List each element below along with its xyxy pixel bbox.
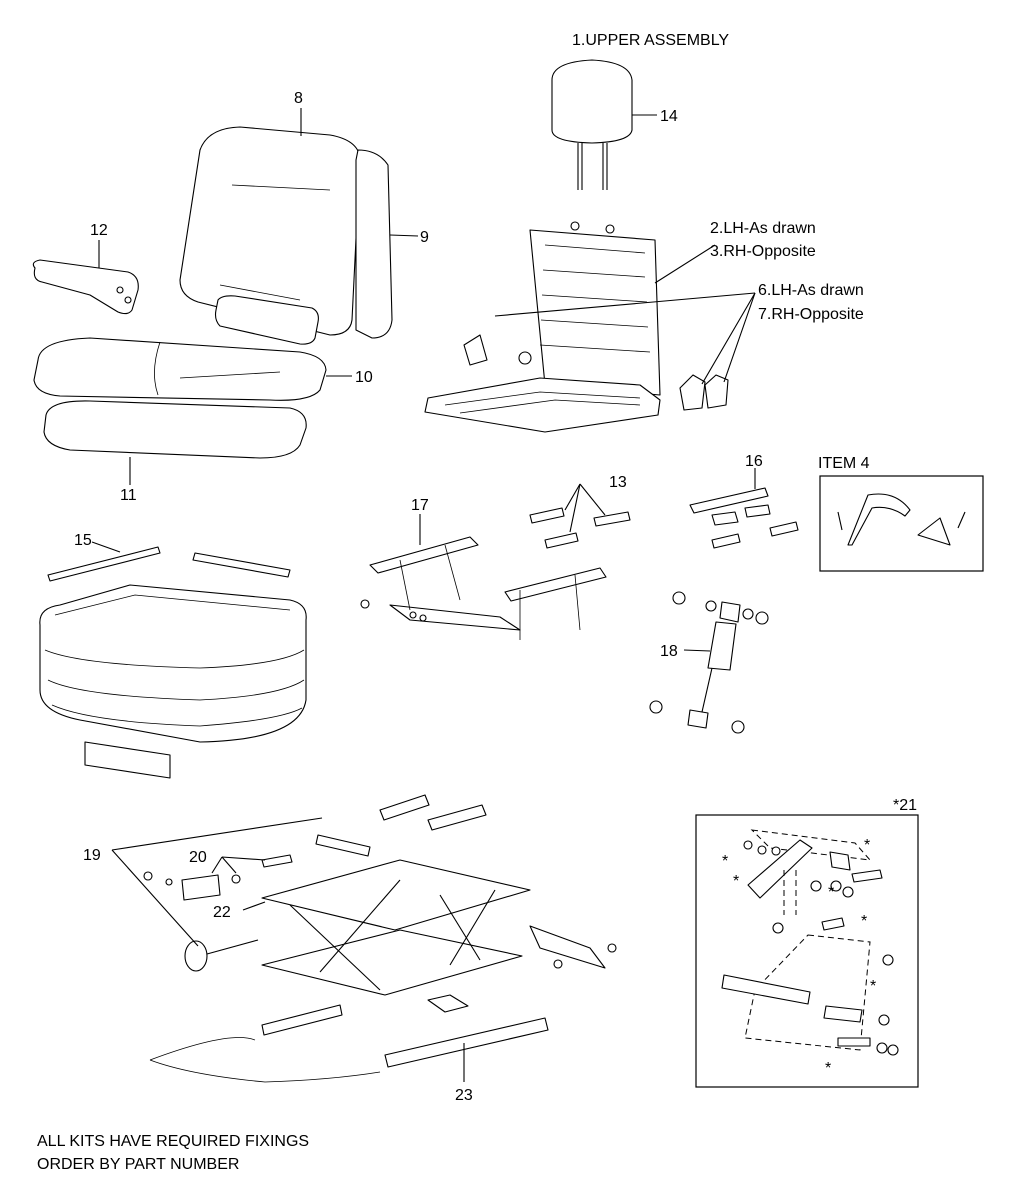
callout-21: *21 — [893, 797, 917, 814]
callout-19: 19 — [83, 847, 101, 864]
slide-rails-part-16 — [689, 468, 799, 549]
kit-21-box — [695, 814, 919, 1088]
callout-11: 11 — [120, 487, 137, 504]
fixing-bolt — [553, 959, 563, 969]
callout-23: 23 — [455, 1087, 473, 1104]
backrest-cushion-part-8 — [179, 108, 361, 336]
callout-10: 10 — [355, 369, 373, 386]
callout-13: 13 — [609, 474, 627, 491]
back-frame-part-2-3 — [424, 221, 716, 433]
callout-8: 8 — [294, 90, 303, 107]
main-springs — [315, 794, 487, 857]
callout-22: 22 — [213, 904, 231, 921]
callout-rh-cover: 7.RH-Opposite — [758, 306, 864, 323]
note-order: ORDER BY PART NUMBER — [37, 1156, 239, 1173]
brackets-part-20 — [143, 854, 293, 901]
seat-cushion-part-10 — [33, 337, 352, 401]
shock-absorber-part-18 — [649, 591, 769, 734]
item-4-box — [819, 475, 984, 572]
callout-16: 16 — [745, 453, 763, 470]
callout-lh-frame: 2.LH-As drawn — [710, 220, 816, 237]
item-4-strap-kit — [837, 493, 966, 546]
kit-21-star-2: * — [733, 873, 739, 890]
base-rails-part-23 — [149, 1004, 549, 1083]
kit-21-star-6: * — [870, 978, 876, 995]
fixing-nut — [607, 943, 617, 953]
callout-18: 18 — [660, 643, 678, 660]
scissor-mechanism-part-22 — [242, 859, 606, 996]
callout-lh-cover: 6.LH-As drawn — [758, 282, 864, 299]
kit-21-star-7: * — [825, 1060, 831, 1077]
callout-14: 14 — [660, 108, 678, 125]
springs-part-13 — [529, 483, 631, 549]
armrest-part-12 — [32, 240, 139, 315]
callout-15: 15 — [74, 532, 92, 549]
height-adjust-knob-part-19 — [111, 817, 323, 972]
callout-12: 12 — [90, 222, 108, 239]
seat-base-cushion-part-11 — [43, 400, 307, 485]
backrest-side-pad-part-9 — [355, 149, 419, 339]
headrest-part-14 — [551, 59, 657, 190]
kit-21-star-1: * — [722, 853, 728, 870]
hinge-cover-part-6-7 — [463, 292, 756, 411]
kit-21-linkage — [721, 829, 899, 1056]
suspension-frame-part-17 — [360, 514, 607, 640]
callout-17: 17 — [411, 497, 429, 514]
callout-20: 20 — [189, 849, 207, 866]
backrest-lower-pad — [214, 295, 319, 345]
callout-9: 9 — [420, 229, 429, 246]
callout-rh-frame: 3.RH-Opposite — [710, 243, 816, 260]
item-4-title: ITEM 4 — [818, 455, 870, 472]
upper-assembly-title: 1.UPPER ASSEMBLY — [572, 32, 729, 49]
note-fixings: ALL KITS HAVE REQUIRED FIXINGS — [37, 1133, 309, 1150]
kit-21-star-5: * — [861, 913, 867, 930]
mounting-block — [427, 994, 469, 1013]
kit-21-star-3: * — [864, 837, 870, 854]
seat-bellows-frame-part-15 — [39, 541, 307, 779]
kit-21-star-4: * — [828, 884, 834, 901]
